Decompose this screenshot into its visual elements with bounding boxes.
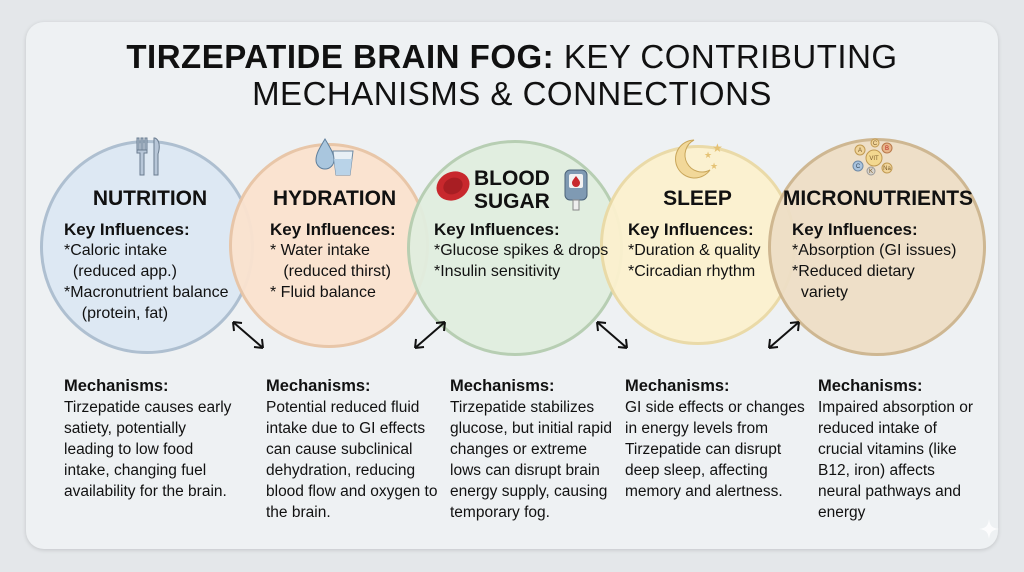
nutrition-mechanisms: Mechanisms:Tirzepatide causes early sati… <box>64 377 232 500</box>
double-arrow-icon <box>596 321 628 349</box>
double-arrow-icon <box>414 321 446 349</box>
svg-text:★: ★ <box>710 161 718 171</box>
blood-sugar-title: BLOOD SUGAR <box>474 167 550 213</box>
svg-text:B: B <box>885 146 889 152</box>
sparkle-icon <box>979 519 999 539</box>
blood-sugar-influences: Key Influences: *Glucose spikes & drops*… <box>434 220 609 280</box>
sleep-circle <box>600 145 796 345</box>
double-arrow-icon <box>232 321 264 349</box>
water-drop-glass-icon <box>315 138 354 176</box>
svg-text:VIT: VIT <box>869 156 879 162</box>
hydration-title: HYDRATION <box>272 187 397 210</box>
micronutrients-mechanisms: Mechanisms:Impaired absorption or reduce… <box>818 377 974 521</box>
svg-text:★: ★ <box>712 141 723 155</box>
glucose-meter-icon <box>564 169 588 211</box>
blood-sugar-mechanisms: Mechanisms:Tirzepatide stabilizes glucos… <box>450 377 612 521</box>
svg-text:A: A <box>858 148 862 154</box>
double-arrow-icon <box>768 321 800 349</box>
vitamins-icon: A C B VIT C NaK <box>852 138 893 176</box>
nutrition-influences: Key Influences: *Caloric intake (reduced… <box>64 220 229 322</box>
fork-knife-icon <box>136 137 160 176</box>
svg-text:C: C <box>873 141 878 147</box>
micronutrients-circle <box>768 138 986 356</box>
sleep-title: SLEEP <box>663 187 732 210</box>
hydration-circle <box>229 143 429 348</box>
page-title: TIRZEPATIDE BRAIN FOG: KEY CONTRIBUTING … <box>126 38 898 112</box>
svg-text:★: ★ <box>704 150 712 160</box>
hydration-influences: Key Influences: * Water intake (reduced … <box>270 220 396 301</box>
micronutrients-influences: Key Influences: *Absorption (GI issues)*… <box>792 220 957 301</box>
nutrition-title: NUTRITION <box>92 187 208 210</box>
svg-text:K: K <box>869 169 873 175</box>
sleep-influences: Key Influences: *Duration & quality*Circ… <box>628 220 761 280</box>
svg-text:Na: Na <box>883 166 891 172</box>
nutrition-circle <box>40 140 254 354</box>
sleep-mechanisms: Mechanisms:GI side effects or changes in… <box>625 377 805 500</box>
blood-cell-icon <box>436 171 470 201</box>
micronutrients-title: MICRONUTRIENTS <box>782 187 974 210</box>
svg-text:C: C <box>856 164 861 170</box>
moon-stars-icon: ★★★ <box>675 139 723 179</box>
hydration-mechanisms: Mechanisms:Potential reduced fluid intak… <box>266 377 438 521</box>
